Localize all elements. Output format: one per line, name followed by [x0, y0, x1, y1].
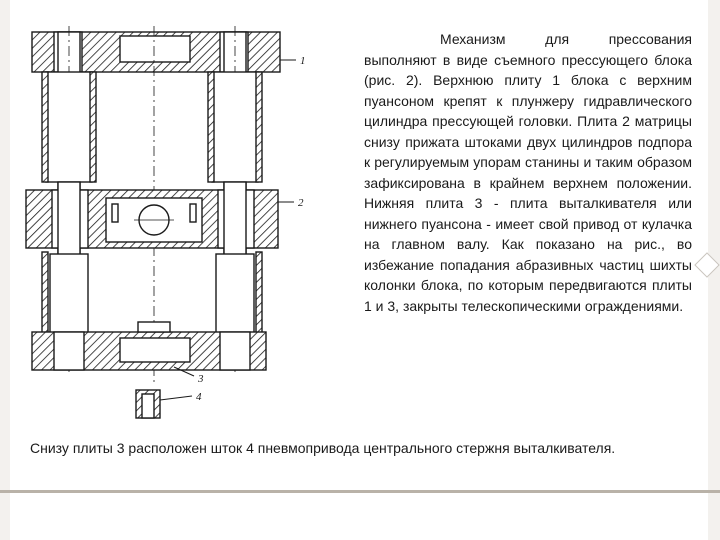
- technical-drawing: 1 2 3 4: [25, 26, 306, 419]
- bottom-text: Снизу плиты 3 расположен шток 4 пневмопр…: [30, 438, 692, 459]
- main-paragraph: Механизм для прессования выполняют в вид…: [364, 31, 692, 314]
- label-1: 1: [300, 55, 306, 67]
- label-4: 4: [196, 391, 202, 403]
- bottom-rule: [0, 490, 720, 493]
- label-3: 3: [197, 373, 204, 385]
- bottom-paragraph: Снизу плиты 3 расположен шток 4 пневмопр…: [30, 440, 616, 456]
- main-text: Механизм для прессования выполняют в вид…: [364, 29, 692, 316]
- label-2: 2: [298, 197, 304, 209]
- press-block-drawing: 1 2 3 4: [24, 22, 354, 432]
- left-margin-band: [0, 0, 10, 540]
